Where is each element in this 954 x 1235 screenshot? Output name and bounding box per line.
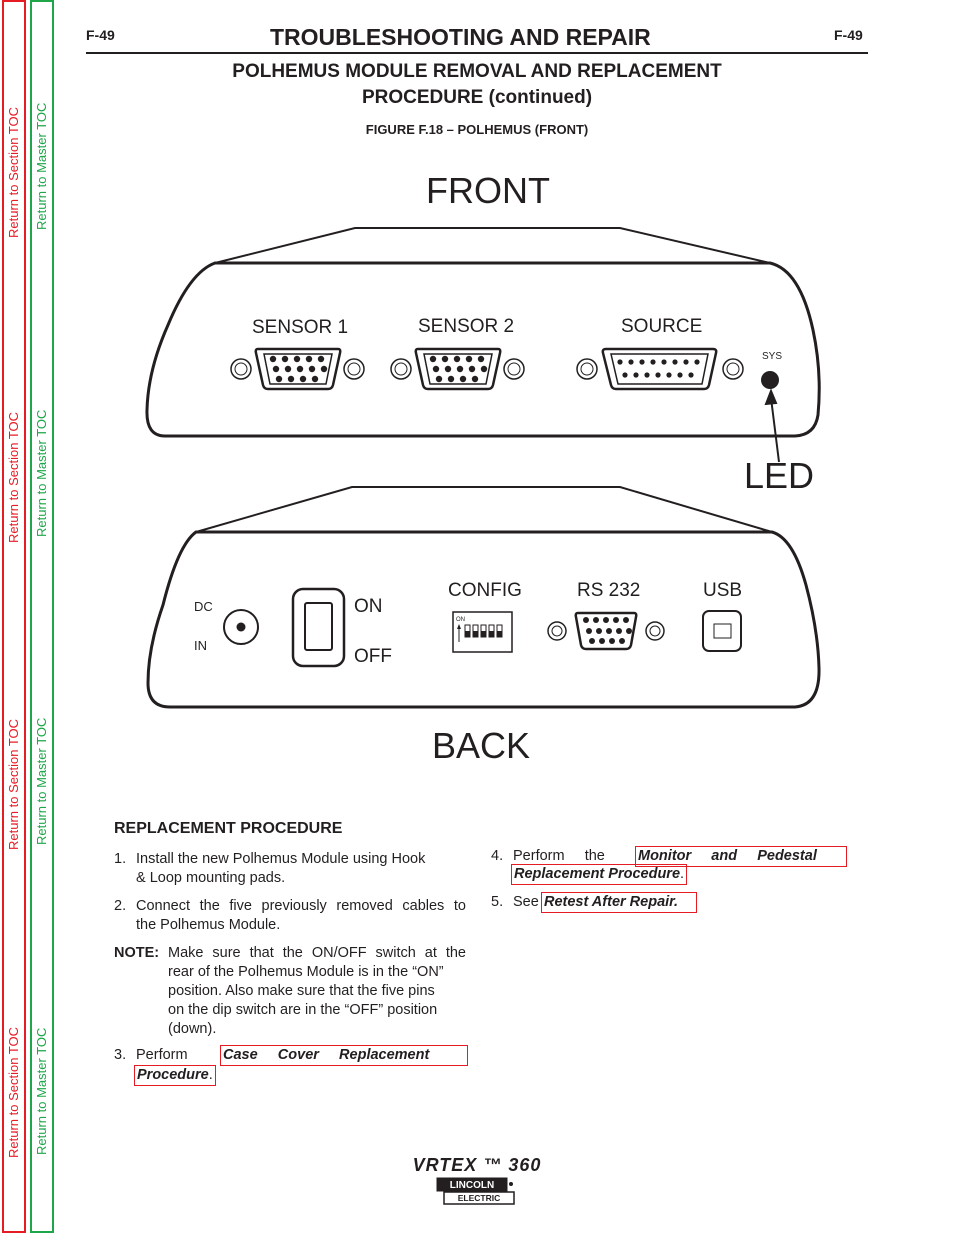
- sys-led-indicator: [761, 371, 779, 389]
- dc-label: DC: [194, 599, 213, 614]
- step-1: 1. Install the new Polhemus Module using…: [114, 851, 426, 886]
- sensor2-label: SENSOR 2: [418, 316, 514, 337]
- logo-lincoln: LINCOLN: [450, 1180, 494, 1191]
- dip-on-label: ON: [456, 617, 465, 623]
- monitor-pedestal-replacement-link[interactable]: Monitor and Pedestal: [635, 846, 847, 867]
- led-arrow: [764, 388, 780, 463]
- lincoln-electric-logo: LINCOLN ELECTRIC: [436, 1177, 515, 1205]
- on-label: ON: [354, 596, 383, 617]
- off-label: OFF: [354, 646, 392, 667]
- back-housing: [146, 486, 821, 709]
- config-label: CONFIG: [448, 580, 522, 601]
- procedure-title-line1: POLHEMUS MODULE REMOVAL AND REPLACEMENT: [232, 61, 722, 82]
- back-label: BACK: [432, 725, 530, 766]
- procedure-title-line2: PROCEDURE (continued): [361, 87, 593, 108]
- return-master-toc-link[interactable]: Return to Master TOC: [34, 1027, 49, 1155]
- master-toc-bar: [30, 0, 54, 1233]
- note: NOTE: Make sure that the ON/OFF switch a…: [114, 945, 466, 1037]
- front-housing: [145, 227, 821, 438]
- section-toc-bar: [2, 0, 26, 1233]
- in-label: IN: [194, 638, 207, 653]
- dc-power-jack: [223, 609, 259, 645]
- page-number-left: F-49: [86, 27, 115, 43]
- logo-electric: ELECTRIC: [458, 1193, 501, 1203]
- usb-port: [702, 610, 742, 652]
- source-connector: [576, 347, 744, 391]
- section-title: TROUBLESHOOTING AND REPAIR: [270, 24, 651, 50]
- page-number-right: F-49: [834, 27, 863, 43]
- retest-after-repair-link[interactable]: Retest After Repair.: [541, 892, 697, 913]
- return-section-toc-link[interactable]: Return to Section TOC: [6, 1026, 21, 1158]
- sensor2-connector: [390, 347, 525, 391]
- power-switch: [291, 587, 346, 668]
- header-rule: [86, 52, 868, 54]
- sys-label: SYS: [762, 351, 782, 362]
- sensor1-connector: [230, 347, 365, 391]
- figure-caption: FIGURE F.18 – POLHEMUS (FRONT): [365, 122, 589, 137]
- polhemus-diagram: FRONT BACK LED SENSOR 1 SENSOR 2 SOURCE …: [145, 170, 821, 766]
- sensor1-label: SENSOR 1: [252, 317, 348, 338]
- usb-label: USB: [703, 580, 742, 601]
- step-2: 2. Connect the five previously removed c…: [114, 898, 466, 933]
- product-model: VRTEX ™ 360: [412, 1155, 542, 1175]
- config-dip-switch: ON: [452, 611, 513, 653]
- procedure-heading: REPLACEMENT PROCEDURE: [114, 820, 343, 837]
- rs232-label: RS 232: [577, 580, 640, 601]
- monitor-pedestal-replacement-link-cont[interactable]: Replacement Procedure.: [511, 864, 688, 885]
- source-label: SOURCE: [621, 316, 702, 337]
- rs232-connector: [547, 611, 665, 651]
- case-cover-replacement-link[interactable]: Case Cover Replacement: [220, 1045, 468, 1066]
- front-label: FRONT: [426, 170, 550, 211]
- case-cover-replacement-link-cont[interactable]: Procedure.: [134, 1065, 216, 1086]
